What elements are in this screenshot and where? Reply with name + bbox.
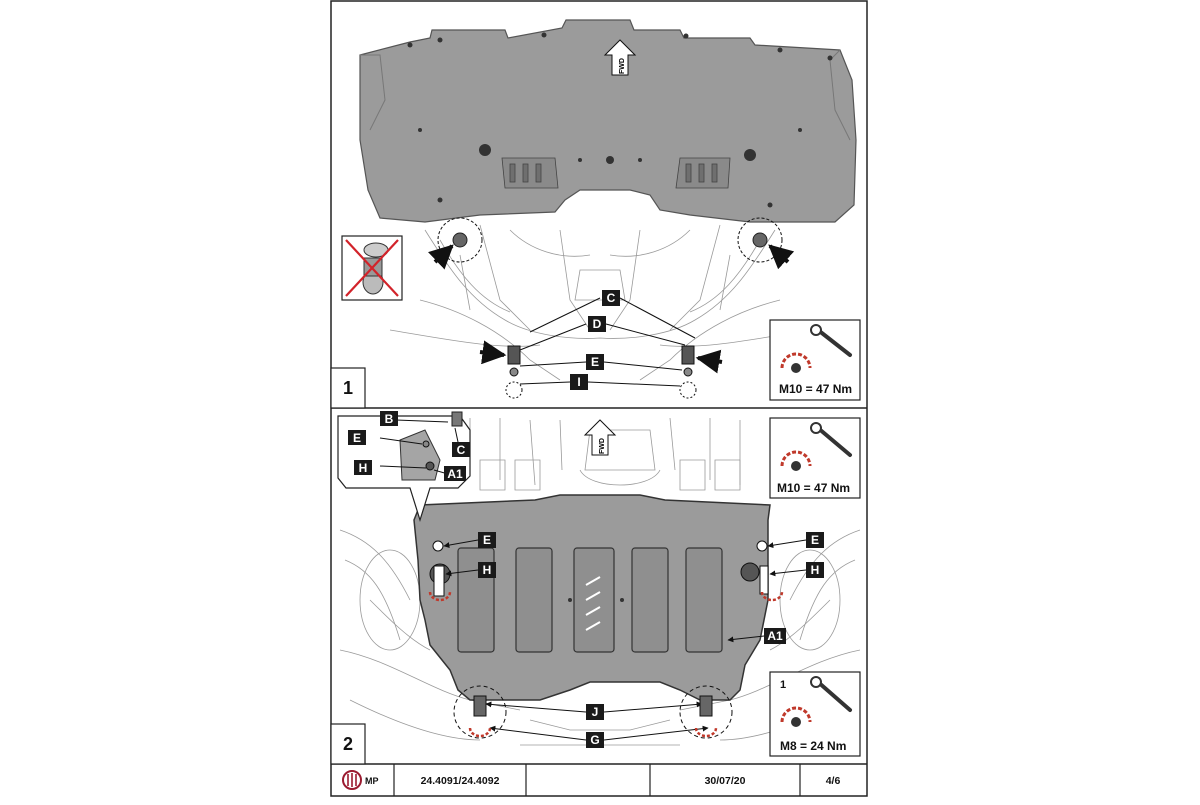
bracket-right-1 — [679, 345, 697, 399]
fwd-label-2: FWD — [599, 438, 606, 454]
svg-text:D: D — [593, 317, 602, 331]
panel-number-2: 2 — [343, 734, 353, 754]
svg-text:I: I — [577, 375, 580, 389]
logo-text: MP — [365, 776, 379, 786]
panel-number-1: 1 — [343, 378, 353, 398]
label-a1: A1 — [764, 628, 786, 644]
svg-text:H: H — [359, 461, 368, 475]
torque-box-1: M10 = 47 Nm — [769, 319, 861, 401]
svg-text:E: E — [811, 533, 819, 547]
inset-detail: B E H C A1 — [337, 411, 471, 523]
no-tool-icon — [341, 235, 403, 301]
plate-holes-1 — [407, 32, 833, 208]
label-h-right: H — [806, 562, 824, 578]
svg-text:A1: A1 — [447, 467, 463, 481]
bolt-hole-left-2 — [429, 540, 451, 597]
inset-label-c: C — [452, 442, 470, 457]
rotation-arrow-icon — [780, 352, 812, 373]
bolt-hole-right-2 — [740, 540, 769, 595]
label-i-1: I — [570, 374, 588, 390]
page-indicator: 4/6 — [826, 775, 841, 787]
bracket-detail-right-2 — [679, 685, 733, 739]
brand-logo-icon — [342, 770, 362, 790]
svg-text:H: H — [483, 563, 492, 577]
label-h-left: H — [478, 562, 496, 578]
torque-text-1: M10 = 47 Nm — [779, 382, 852, 396]
inset-label-a1: A1 — [444, 466, 466, 481]
mount-detail-right — [737, 217, 783, 263]
svg-text:J: J — [592, 705, 599, 719]
footer-bar: MP 24.4091/24.4092 30/07/20 4/6 — [342, 764, 841, 796]
chassis-lineart-1 — [389, 224, 811, 381]
torque-box-2-bottom: 1 M8 = 24 Nm — [769, 671, 861, 757]
label-c-1: C — [602, 290, 620, 306]
panel-1: FWD — [330, 19, 861, 409]
torque-text-2-bottom: M8 = 24 Nm — [780, 739, 846, 753]
label-g: G — [586, 732, 604, 748]
svg-text:E: E — [353, 431, 361, 445]
skid-plate-top-view — [359, 19, 857, 223]
svg-text:C: C — [607, 291, 616, 305]
svg-text:B: B — [385, 412, 394, 426]
torque-box-2-top: M10 = 47 Nm — [769, 417, 861, 499]
torque-wrench-icon — [810, 422, 852, 457]
label-d-1: D — [588, 316, 606, 332]
svg-text:E: E — [591, 355, 599, 369]
fwd-label: FWD — [619, 58, 626, 74]
plate-vent-marks — [585, 576, 601, 631]
svg-text:G: G — [590, 733, 599, 747]
vent-slots-right — [675, 157, 731, 189]
fwd-arrow-icon: FWD — [583, 419, 617, 456]
part-number: 24.4091/24.4092 — [421, 775, 500, 787]
svg-text:C: C — [457, 443, 466, 457]
chassis-lineart-2 — [339, 417, 861, 746]
instruction-sheet: FWD — [330, 0, 868, 800]
label-e-1: E — [586, 354, 604, 370]
plate-ribs — [457, 547, 723, 653]
revision-date: 30/07/20 — [705, 775, 746, 787]
vent-slots-left — [501, 157, 559, 189]
svg-text:E: E — [483, 533, 491, 547]
diagram-canvas: FWD — [330, 0, 868, 797]
torque-step: 1 — [780, 679, 786, 691]
inset-label-b: B — [380, 411, 398, 426]
torque-text-2-top: M10 = 47 Nm — [777, 481, 850, 495]
bracket-left-1 — [505, 345, 523, 399]
bracket-detail-left-2 — [453, 685, 507, 739]
label-e-right: E — [806, 532, 824, 548]
torque-wrench-icon — [810, 676, 852, 712]
svg-text:H: H — [811, 563, 820, 577]
inset-label-h: H — [354, 460, 372, 475]
rotation-arrow-icon — [780, 706, 812, 727]
rotation-arrow-icon — [780, 450, 812, 471]
torque-wrench-icon — [810, 324, 852, 357]
label-j: J — [586, 704, 604, 720]
inset-label-e: E — [348, 430, 366, 445]
panel-2: FWD B E — [330, 411, 861, 765]
label-e-left: E — [478, 532, 496, 548]
fwd-arrow-icon: FWD — [603, 39, 637, 76]
mount-detail-left — [437, 217, 483, 263]
svg-text:A1: A1 — [767, 629, 783, 643]
